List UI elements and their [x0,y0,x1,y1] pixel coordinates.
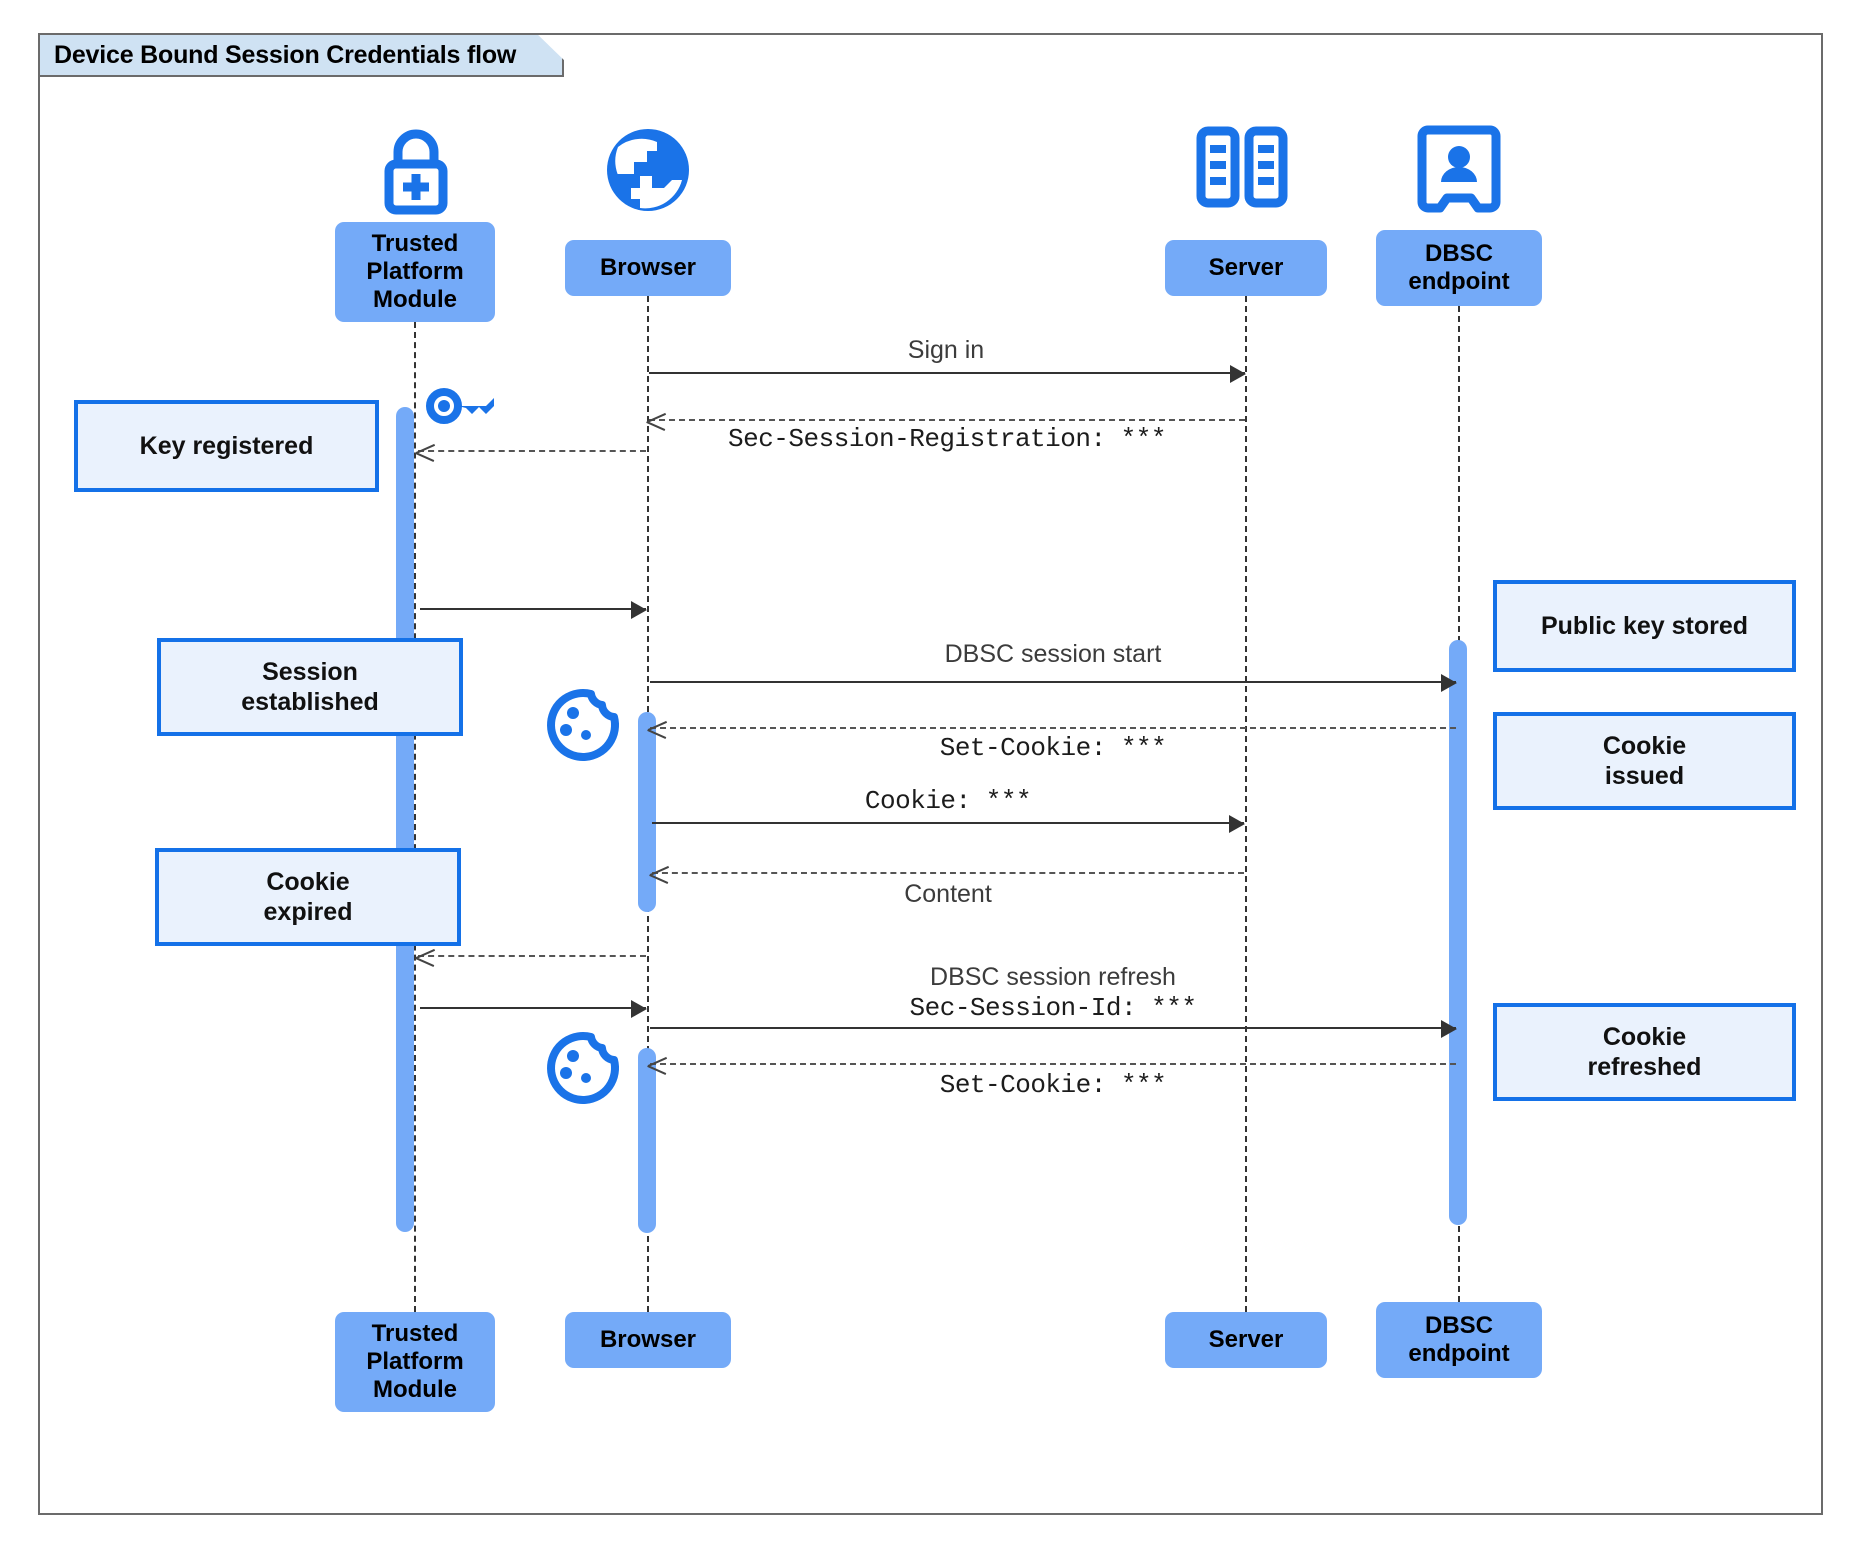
participant-label: Browser [599,254,697,282]
message-label-content: Content [904,880,992,908]
participant-label-line1: DBSC [1424,1312,1493,1340]
note-text-line2: established [241,688,379,716]
participant-label-line2: endpoint [1408,268,1510,295]
cookie-icon [543,1030,621,1113]
arrowhead-right-icon [1230,365,1246,383]
note-session-established: Session established [157,638,463,736]
note-cookie-issued: Cookie issued [1493,712,1796,810]
participant-foot-dbsc[interactable]: DBSC endpoint [1376,1302,1542,1378]
id-badge-icon [1416,124,1502,219]
participant-label-line3: Module [372,285,457,313]
message-arrow-dbsc-session-start [650,674,1457,692]
message-label-sec-session-registration: Sec-Session-Registration: *** [728,424,1166,454]
participant-head-tpm[interactable]: Trusted Platform Module [335,222,495,322]
participant-foot-browser[interactable]: Browser [565,1312,731,1368]
participant-label: Browser [599,1326,697,1354]
cookie-icon [543,687,621,770]
activation-bar-browser-1 [638,712,656,912]
message-arrow-dbsc-session-refresh [650,1020,1457,1038]
message-label-sign-in: Sign in [907,336,985,364]
message-arrow-tpm-register [418,450,646,452]
note-text-line2: refreshed [1587,1053,1702,1081]
message-label-dbsc-session-refresh: DBSC session refresh [930,963,1176,991]
note-text: Key registered [139,432,314,460]
participant-head-server[interactable]: Server [1165,240,1327,296]
activation-bar-browser-2 [638,1048,656,1233]
diagram-title-tab: Device Bound Session Credentials flow [40,35,564,77]
arrowhead-left-icon [416,948,434,966]
participant-label-line1: DBSC [1424,240,1493,268]
participant-label: Server [1208,254,1284,282]
message-arrow-sign-in [649,365,1246,383]
participant-foot-server[interactable]: Server [1165,1312,1327,1368]
message-label-set-cookie-2: Set-Cookie: *** [939,1070,1167,1100]
participant-label-line2: endpoint [1408,1340,1510,1367]
activation-bar-dbsc [1449,640,1467,1225]
message-label-sec-session-id: Sec-Session-Id: *** [909,993,1197,1023]
participant-label-line2: Platform [366,1348,464,1376]
lifeline-server [1245,296,1247,1312]
message-label-dbsc-session-start: DBSC session start [944,640,1162,668]
message-arrow-browser-to-tpm [418,955,646,957]
page-title: Device Bound Session Credentials flow [54,40,517,69]
note-cookie-expired: Cookie expired [155,848,461,946]
note-text-line1: Cookie [1602,1023,1687,1051]
message-arrow-cookie [652,815,1245,833]
participant-foot-tpm[interactable]: Trusted Platform Module [335,1312,495,1412]
note-text-line1: Session [262,658,358,686]
note-text: Public key stored [1540,612,1749,640]
arrowhead-right-icon [1441,674,1457,692]
globe-icon [600,122,696,223]
arrowhead-right-icon [631,601,647,619]
note-text-line1: Cookie [1602,732,1687,760]
arrowhead-left-icon [416,443,434,461]
key-icon [424,380,500,437]
participant-label-line3: Module [372,1375,457,1403]
arrowhead-right-icon [1229,815,1245,833]
activation-bar-tpm [396,407,414,1232]
message-arrow-tpm-to-browser-2 [420,1000,647,1018]
participant-head-browser[interactable]: Browser [565,240,731,296]
message-arrow-tpm-to-browser-1 [420,601,647,619]
note-key-registered: Key registered [74,400,379,492]
note-text-line2: issued [1604,762,1685,790]
message-arrow-set-cookie-1 [650,727,1456,729]
arrowhead-right-icon [631,1000,647,1018]
note-text-line2: expired [263,898,353,926]
arrowhead-right-icon [1441,1020,1457,1038]
note-cookie-refreshed: Cookie refreshed [1493,1003,1796,1101]
lifeline-tpm [414,322,416,1312]
note-public-key-stored: Public key stored [1493,580,1796,672]
participant-head-dbsc[interactable]: DBSC endpoint [1376,230,1542,306]
message-label-cookie: Cookie: *** [864,786,1032,816]
message-arrow-content [652,872,1244,874]
participant-label: Server [1208,1326,1284,1354]
message-arrow-sec-session-registration [649,419,1245,421]
lock-plus-icon [368,122,464,223]
participant-label-line1: Trusted [371,1320,459,1348]
server-racks-icon [1194,125,1290,216]
participant-label-line1: Trusted [371,230,459,258]
message-label-set-cookie-1: Set-Cookie: *** [939,733,1167,763]
note-text-line1: Cookie [266,868,350,896]
message-arrow-set-cookie-2 [650,1063,1456,1065]
participant-label-line2: Platform [366,258,464,286]
